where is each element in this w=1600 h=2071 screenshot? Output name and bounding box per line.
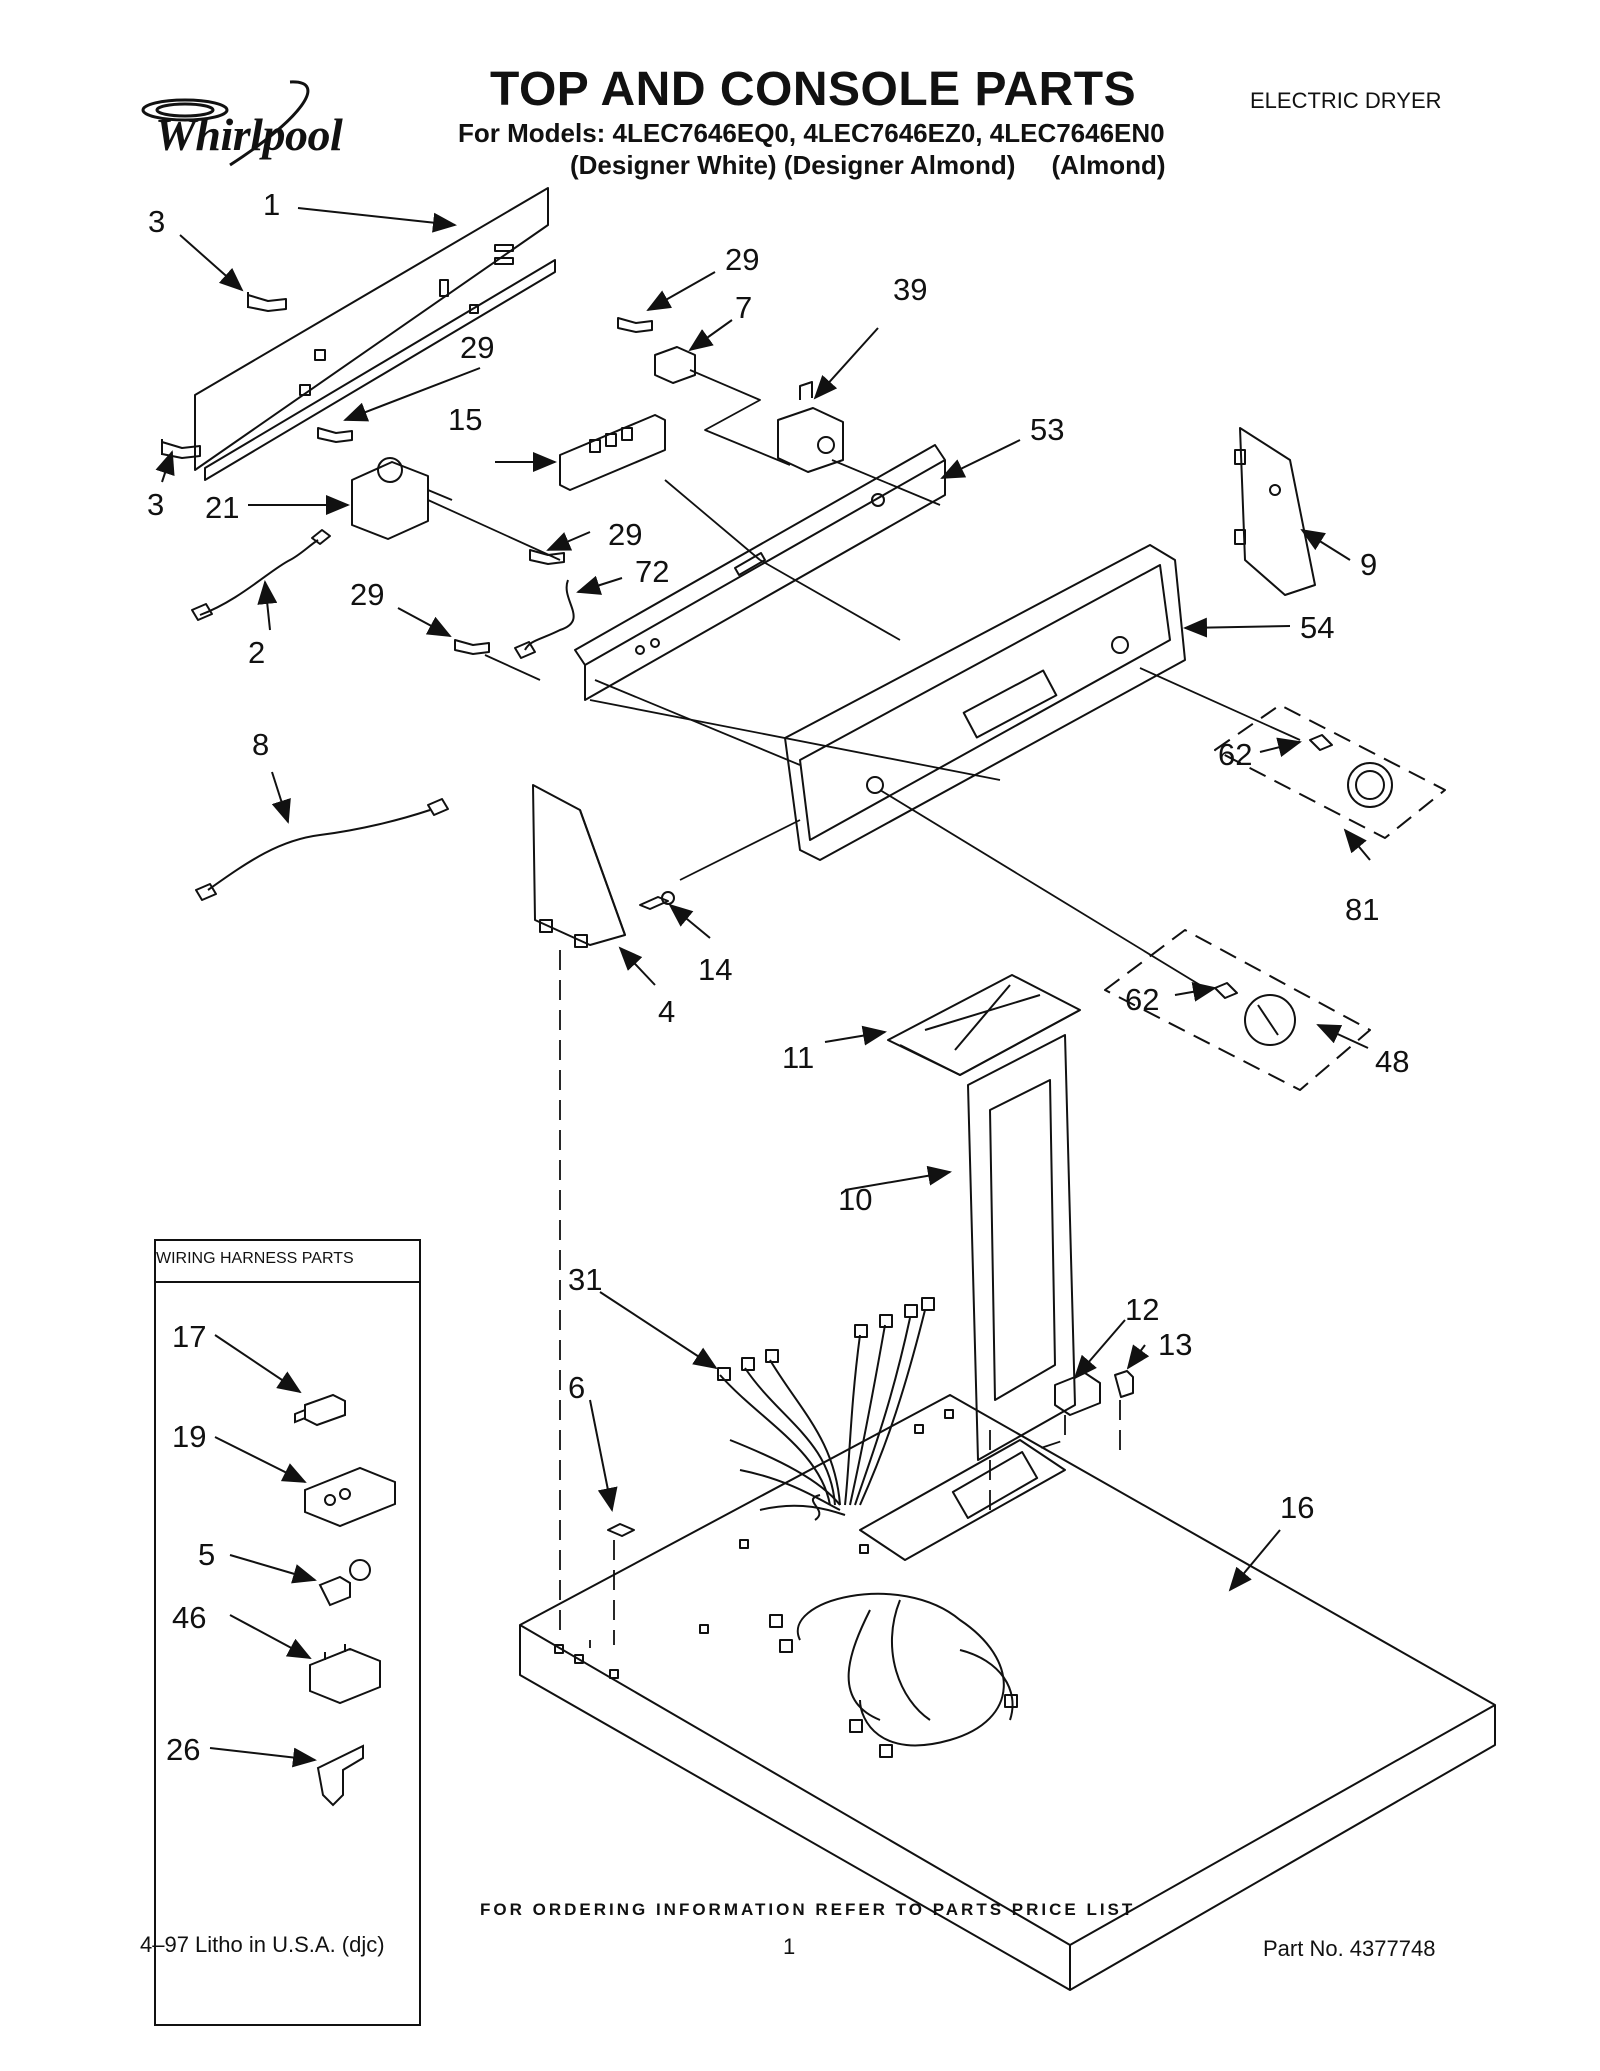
part-11-lint-screen-cover — [887, 974, 1081, 1076]
page-title: TOP AND CONSOLE PARTS — [490, 63, 1137, 116]
callout-19: 19 — [172, 1419, 206, 1454]
callout-26: 26 — [166, 1732, 200, 1767]
callout-7: 7 — [735, 290, 752, 325]
part-8-wire — [195, 798, 449, 901]
part-5-connector — [318, 1559, 371, 1607]
callout-39: 39 — [893, 272, 927, 307]
top-panel-holes — [554, 1409, 954, 1679]
callout-14: 14 — [698, 952, 732, 987]
callout-1: 1 — [263, 187, 280, 222]
callout-29-left: 29 — [350, 577, 384, 612]
part-4-end-cap — [532, 784, 626, 948]
callout-3-bottom: 3 — [147, 487, 164, 522]
callout-16: 16 — [1280, 1490, 1314, 1525]
part-29-screw-b — [317, 427, 353, 443]
callout-54: 54 — [1300, 610, 1334, 645]
page-number: 1 — [783, 1934, 796, 1959]
variants-line: (Designer White) (Designer Almond) (Almo… — [570, 150, 1166, 180]
callout-62-upper: 62 — [1218, 737, 1252, 772]
product-type: ELECTRIC DRYER — [1250, 88, 1442, 113]
callout-2: 2 — [248, 635, 265, 670]
callout-15: 15 — [448, 402, 482, 437]
part-16-top-panel — [519, 1394, 1496, 1991]
part-1-console-back-panel — [194, 187, 556, 481]
callout-81: 81 — [1345, 892, 1379, 927]
wiring-harness-parts-box — [154, 1239, 421, 2026]
callout-29-top: 29 — [725, 242, 759, 277]
callout-3-top: 3 — [148, 204, 165, 239]
part-3-screw-top — [247, 292, 287, 312]
assembly-guide-lines — [427, 369, 1301, 1648]
callout-29-mid: 29 — [460, 330, 494, 365]
part-10-lint-screen — [967, 1034, 1076, 1461]
callout-9: 9 — [1360, 547, 1377, 582]
part-7-connector — [654, 346, 696, 384]
litho-note: 4–97 Litho in U.S.A. (djc) — [140, 1932, 385, 1957]
part-39-switch — [777, 381, 844, 473]
callout-13: 13 — [1158, 1327, 1192, 1362]
part-15-module — [559, 414, 666, 491]
callout-12: 12 — [1125, 1292, 1159, 1327]
callout-8: 8 — [252, 727, 269, 762]
part-6-clip — [607, 1523, 635, 1537]
callout-72: 72 — [635, 554, 669, 589]
part-72-wire — [514, 579, 575, 659]
part-13-screw — [1114, 1370, 1134, 1398]
part-9-end-cap — [1234, 427, 1316, 596]
callout-arrows — [155, 207, 1371, 1768]
callout-10: 10 — [838, 1182, 872, 1217]
callout-29-lower: 29 — [608, 517, 642, 552]
part-81-knob-kit — [1214, 704, 1446, 839]
callout-62-lower: 62 — [1125, 982, 1159, 1017]
part-54-console — [784, 544, 1186, 861]
part-29-screw-c — [529, 549, 565, 565]
callout-21: 21 — [205, 490, 239, 525]
callout-labels: 1 3 3 29 7 39 29 15 53 9 21 29 72 2 29 5… — [147, 187, 1409, 1767]
part-12-clip — [1054, 1372, 1101, 1416]
callout-31: 31 — [568, 1262, 602, 1297]
logo-swirl-icon — [141, 80, 310, 167]
part-31-wiring-harness — [717, 1297, 1018, 1758]
part-17-terminal — [294, 1393, 346, 1427]
part-14-screw — [639, 891, 675, 910]
part-number: Part No. 4377748 — [1263, 1936, 1436, 1961]
part-48-knob-kit — [1104, 929, 1371, 1091]
callout-11: 11 — [782, 1040, 814, 1075]
ordering-note: FOR ORDERING INFORMATION REFER TO PARTS … — [480, 1900, 1136, 1919]
part-29-screw-d — [454, 639, 490, 655]
callout-4: 4 — [658, 994, 675, 1029]
callout-53: 53 — [1030, 412, 1064, 447]
callout-48: 48 — [1375, 1044, 1409, 1079]
part-19-connector — [304, 1466, 396, 1528]
callout-5: 5 — [198, 1537, 215, 1572]
part-2-wire — [191, 529, 331, 621]
part-26-clip — [316, 1744, 364, 1807]
callout-17: 17 — [172, 1319, 206, 1354]
part-21-timer — [351, 457, 453, 540]
part-46-connector — [309, 1644, 381, 1705]
callout-46: 46 — [172, 1600, 206, 1635]
callout-6: 6 — [568, 1370, 585, 1405]
models-line: For Models: 4LEC7646EQ0, 4LEC7646EZ0, 4L… — [458, 118, 1165, 148]
part-29-screw-a — [617, 317, 653, 333]
wiring-harness-title: WIRING HARNESS PARTS — [156, 1250, 354, 1267]
